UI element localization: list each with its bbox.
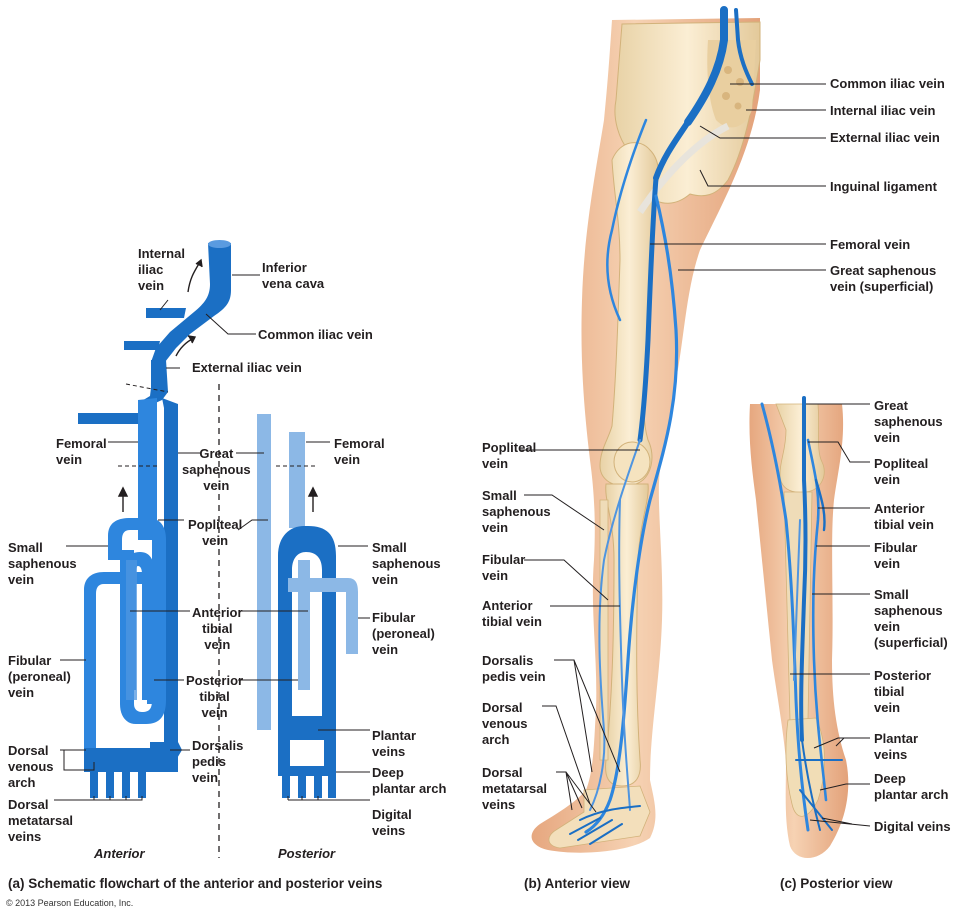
label-dorsal-venous-arch-a: Dorsal venous arch (8, 743, 54, 790)
view-label-posterior: Posterior (278, 846, 336, 861)
fibular-posterior (288, 578, 358, 654)
internal-iliac-shape (146, 308, 186, 318)
caption-panel-b: (b) Anterior view (524, 876, 631, 891)
posterior-leg-illustration (749, 396, 849, 858)
leader-lines (54, 83, 871, 827)
external-iliac-anterior (653, 119, 691, 181)
label-posterior-tibial-a: Posterior tibial vein (186, 673, 244, 720)
label-popliteal-a: Popliteal vein (188, 517, 243, 548)
external-iliac-shape (140, 360, 168, 410)
label-dorsal-metatarsal-b: Dorsal metatarsal veins (482, 765, 548, 812)
label-small-saphenous-a-right: Small saphenous vein (372, 540, 441, 587)
label-small-saphenous-a-left: Small saphenous vein (8, 540, 77, 587)
popliteal-posterior (278, 526, 336, 730)
label-dorsal-venous-arch-b: Dorsal venous arch (482, 700, 528, 747)
label-small-saphenous-c: Small saphenous vein (superficial) (874, 587, 948, 650)
label-internal-iliac-b: Internal iliac vein (830, 103, 936, 118)
dorsal-venous-arch-shape (84, 748, 178, 772)
posterior-tibial-anterior (147, 596, 160, 704)
label-great-saphenous-b: Great saphenous vein (superficial) (830, 263, 937, 294)
internal-iliac-anterior (734, 8, 754, 86)
label-deep-plantar-arch-a: Deep plantar arch (372, 765, 447, 796)
copyright-notice: © 2013 Pearson Education, Inc. (6, 898, 134, 908)
label-femoral-a-right: Femoral vein (334, 436, 385, 467)
label-inguinal-ligament: Inguinal ligament (830, 179, 937, 194)
label-common-iliac-b: Common iliac vein (830, 76, 945, 91)
anterior-leg-illustration (531, 6, 761, 853)
ivc-shape (151, 243, 231, 362)
femoral-vein-anterior (637, 175, 659, 443)
label-posterior-tibial-c: Posterior tibial vein (874, 668, 932, 715)
label-fibular-a-left: Fibular (peroneal) vein (8, 653, 71, 700)
label-plantar-veins-a: Plantar veins (372, 728, 417, 759)
label-plantar-veins-c: Plantar veins (874, 731, 919, 762)
dorsalis-pedis-shape (150, 742, 182, 760)
label-great-saphenous-c: Great saphenous vein (874, 398, 943, 445)
flow-arrow-icon (117, 258, 319, 512)
caption-panel-c: (c) Posterior view (780, 876, 893, 891)
label-great-saphenous-a: Great saphenous vein (182, 446, 251, 493)
label-common-iliac-a: Common iliac vein (258, 327, 373, 342)
label-popliteal-b: Popliteal vein (482, 440, 537, 471)
label-femoral-a-left: Femoral vein (56, 436, 107, 467)
label-external-iliac-a: External iliac vein (192, 360, 302, 375)
label-anterior-tibial-b: Anterior tibial vein (482, 598, 542, 629)
label-fibular-b: Fibular vein (482, 552, 526, 583)
great-saphenous-posterior (257, 414, 271, 730)
caption-panel-a: (a) Schematic flowchart of the anterior … (8, 876, 383, 891)
label-inferior-vena-cava: Inferior vena cava (262, 260, 325, 291)
fibular-loop-anterior (84, 572, 148, 748)
schematic-flowchart (78, 240, 358, 858)
view-label-anterior: Anterior (94, 846, 145, 861)
label-fibular-a-right: Fibular (peroneal) vein (372, 610, 435, 657)
label-small-saphenous-b: Small saphenous vein (482, 488, 551, 535)
label-dorsalis-pedis-a: Dorsalis pedis vein (192, 738, 244, 785)
anterior-tibial-vein (126, 560, 137, 700)
label-popliteal-c: Popliteal vein (874, 456, 929, 487)
label-external-iliac-b: External iliac vein (830, 130, 940, 145)
great-saphenous-vein-anterior (584, 194, 679, 834)
label-femoral-b: Femoral vein (830, 237, 911, 252)
label-dorsalis-pedis-b: Dorsalis pedis vein (482, 653, 546, 684)
label-internal-iliac-a: Internal iliac vein (138, 246, 185, 293)
anterior-tibial-posterior (298, 560, 310, 690)
label-anterior-tibial-a: Anterior tibial vein (192, 605, 243, 652)
popliteal-anterior (108, 518, 166, 724)
femoral-posterior (289, 432, 305, 528)
label-dorsal-metatarsal-a: Dorsal metatarsal veins (8, 797, 74, 844)
plantar-shape (278, 730, 336, 776)
label-anterior-tibial-c: Anterior tibial vein (874, 501, 934, 532)
label-digital-veins-c: Digital veins (874, 819, 951, 834)
femoral-branch (78, 413, 154, 424)
label-deep-plantar-arch-c: Deep plantar arch (874, 771, 949, 802)
iliac-side-branch (124, 341, 160, 350)
label-fibular-c: Fibular vein (874, 540, 918, 571)
label-digital-veins-a: Digital veins (372, 807, 412, 838)
femoral-trunk-anterior (138, 398, 157, 540)
common-iliac-anterior (684, 6, 728, 126)
